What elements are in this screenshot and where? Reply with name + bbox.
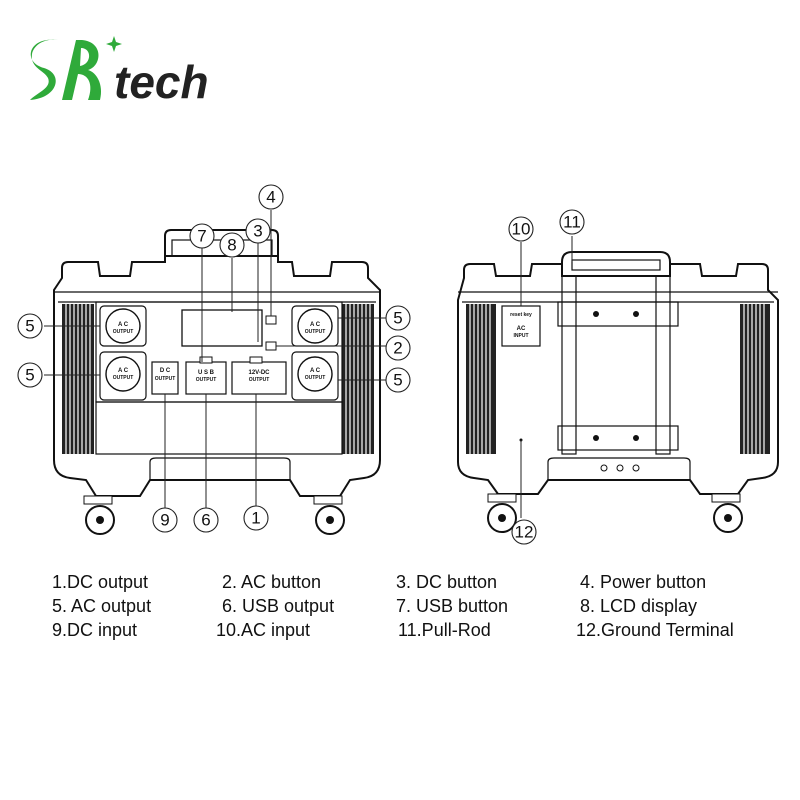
callout-11: 11 xyxy=(559,209,585,235)
svg-text:12V-DC: 12V-DC xyxy=(248,370,270,376)
svg-text:OUTPUT: OUTPUT xyxy=(113,329,134,335)
callout-8: 8 xyxy=(219,232,245,258)
svg-text:A C: A C xyxy=(310,322,321,328)
svg-text:6: 6 xyxy=(201,511,210,530)
legend-item: 9.DC input xyxy=(52,620,138,640)
callout-5-top-left: 5 xyxy=(17,313,43,339)
legend-item: 4. Power button xyxy=(580,572,707,592)
front-view-diagram: A C OUTPUT A C OUTPUT A C OUTPUT A C OUT… xyxy=(17,184,411,535)
power-button[interactable] xyxy=(265,315,277,325)
svg-text:A C: A C xyxy=(118,322,129,328)
callout-5-bottom-right: 5 xyxy=(385,367,411,393)
svg-text:OUTPUT: OUTPUT xyxy=(305,375,326,381)
svg-text:12: 12 xyxy=(515,523,534,542)
back-view-diagram: reset key AC INPUT 10 11 12 xyxy=(457,209,779,545)
svg-text:OUTPUT: OUTPUT xyxy=(155,376,176,382)
callout-2: 2 xyxy=(385,335,411,361)
svg-text:1: 1 xyxy=(251,509,260,528)
back-wheel-right xyxy=(711,493,743,533)
callout-3: 3 xyxy=(245,218,271,244)
dc12-output-port: 12V-DC OUTPUT xyxy=(231,356,287,395)
svg-text:5: 5 xyxy=(393,309,402,328)
svg-text:OUTPUT: OUTPUT xyxy=(305,329,326,335)
legend-item: 1.DC output xyxy=(52,572,149,592)
ac-output-bottom-right: A C OUTPUT xyxy=(291,351,339,401)
callout-10: 10 xyxy=(508,216,534,242)
legend-item: 12.Ground Terminal xyxy=(576,620,734,640)
svg-text:A C: A C xyxy=(118,368,129,374)
ac-button[interactable] xyxy=(265,341,277,351)
legend-row: 1.DC output 2. AC button 3. DC button 4.… xyxy=(52,572,772,596)
legend-item: 5. AC output xyxy=(52,596,152,616)
legend-item: 7. USB button xyxy=(396,596,509,616)
back-body xyxy=(457,263,779,495)
callout-5-top-right: 5 xyxy=(385,305,411,331)
svg-text:5: 5 xyxy=(25,366,34,385)
callout-5-bottom-left: 5 xyxy=(17,362,43,388)
svg-text:OUTPUT: OUTPUT xyxy=(196,377,217,383)
logo-tech-text: tech xyxy=(114,56,209,108)
svg-text:A C: A C xyxy=(310,368,321,374)
svg-text:3: 3 xyxy=(253,222,262,241)
back-wheel-left xyxy=(487,493,517,533)
legend-row: 9.DC input 10.AC input 11.Pull-Rod 12.Gr… xyxy=(52,620,772,644)
svg-text:5: 5 xyxy=(393,371,402,390)
brand-logo: tech xyxy=(30,36,209,108)
svg-text:OUTPUT: OUTPUT xyxy=(249,377,270,383)
svg-text:5: 5 xyxy=(25,317,34,336)
legend-item: 3. DC button xyxy=(396,572,498,592)
svg-text:reset key: reset key xyxy=(510,312,532,318)
svg-text:OUTPUT: OUTPUT xyxy=(113,375,134,381)
svg-text:8: 8 xyxy=(227,236,236,255)
legend-row: 5. AC output 6. USB output 7. USB button… xyxy=(52,596,772,620)
svg-text:INPUT: INPUT xyxy=(514,333,529,339)
callout-7: 7 xyxy=(189,223,215,249)
pull-rod xyxy=(561,251,671,276)
front-wheel-right xyxy=(313,495,345,535)
svg-text:11: 11 xyxy=(563,213,581,232)
svg-text:4: 4 xyxy=(266,188,275,207)
svg-text:D C: D C xyxy=(160,368,171,374)
legend-item: 10.AC input xyxy=(216,620,311,640)
callout-12: 12 xyxy=(511,519,537,545)
svg-text:9: 9 xyxy=(160,511,169,530)
legend-item: 11.Pull-Rod xyxy=(398,620,491,640)
svg-text:10: 10 xyxy=(512,220,531,239)
svg-text:2: 2 xyxy=(393,339,402,358)
callout-6: 6 xyxy=(193,507,219,533)
ac-output-bottom-left: A C OUTPUT xyxy=(99,351,147,401)
callout-9: 9 xyxy=(152,507,178,533)
svg-text:AC: AC xyxy=(517,326,526,332)
legend-item: 8. LCD display xyxy=(580,596,698,616)
ac-output-top-right: A C OUTPUT xyxy=(291,305,339,347)
parts-legend: 1.DC output 2. AC button 3. DC button 4.… xyxy=(52,572,772,644)
front-wheel-left xyxy=(83,495,115,535)
front-body: A C OUTPUT A C OUTPUT A C OUTPUT A C OUT… xyxy=(53,255,381,497)
legend-item: 6. USB output xyxy=(222,596,335,616)
svg-text:7: 7 xyxy=(197,227,206,246)
logo-sr-mark xyxy=(30,36,122,100)
callout-4: 4 xyxy=(258,184,284,210)
svg-text:U S B: U S B xyxy=(198,370,215,376)
lcd-display xyxy=(181,309,263,347)
callout-1: 1 xyxy=(243,505,269,531)
legend-item: 2. AC button xyxy=(222,572,322,592)
